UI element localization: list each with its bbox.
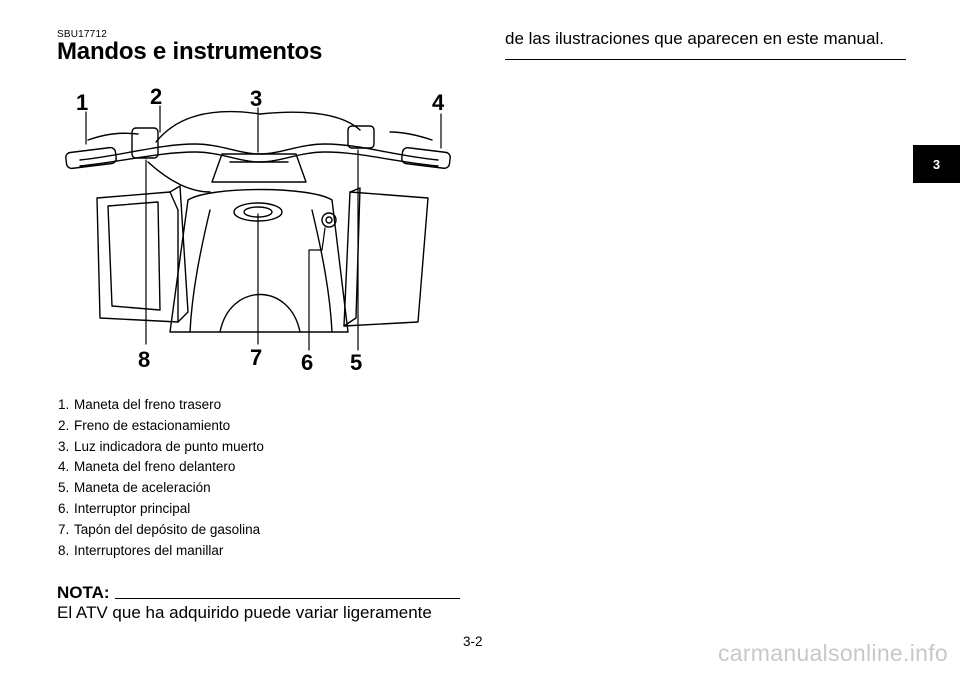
legend-item: 2.Freno de estacionamiento (58, 417, 231, 433)
cables (155, 110, 361, 143)
note-rule (114, 598, 460, 599)
right-grip (401, 147, 451, 169)
tank-contour-right (311, 209, 333, 333)
note-heading: NOTA: (57, 584, 460, 602)
main-switch (321, 212, 337, 228)
legend-item: 6.Interruptor principal (58, 500, 191, 516)
page-number: 3-2 (463, 634, 483, 649)
throttle-housing (347, 125, 375, 149)
note-text: El ATV que ha adquirido puede variar lig… (57, 603, 432, 622)
chapter-tab: 3 (913, 145, 960, 183)
right-column-rule (505, 59, 906, 60)
handlebar-switches (131, 127, 159, 159)
legend-list: 1.Maneta del freno trasero 2.Freno de es… (58, 395, 264, 561)
left-fender-panel (107, 201, 161, 311)
legend-item: 7.Tapón del depósito de gasolina (58, 521, 261, 537)
atv-controls-illustration: 1 2 3 4 8 7 6 5 (65, 84, 451, 372)
left-fender (96, 191, 179, 323)
left-grip (65, 146, 117, 170)
cables-2 (147, 161, 211, 193)
headlight-pod (211, 153, 307, 183)
left-fender-inner (169, 185, 189, 323)
fuel-tank (169, 188, 349, 333)
callout-5: 5 (350, 350, 362, 372)
watermark: carmanualsonline.info (717, 640, 948, 666)
right-brake-lever (389, 131, 433, 141)
main-switch-key (325, 216, 333, 224)
note-label: NOTA: (57, 583, 110, 602)
callout-4: 4 (432, 90, 445, 115)
legend-item: 1.Maneta del freno trasero (58, 397, 222, 412)
continued-text: de las ilustraciones que aparecen en est… (505, 29, 884, 48)
seat-curve (219, 294, 301, 333)
legend-item: 8.Interruptores del manillar (58, 542, 224, 558)
legend-item: 4.Maneta del freno delantero (58, 459, 236, 475)
legend-item: 5.Maneta de aceleración (58, 480, 211, 496)
leader-6 (308, 227, 326, 351)
callout-2: 2 (150, 84, 162, 109)
callout-6: 6 (301, 350, 313, 372)
section-code: SBU17712 (57, 29, 107, 40)
callout-8: 8 (138, 347, 150, 372)
legend-item: 3.Luz indicadora de punto muerto (58, 438, 264, 454)
callout-3: 3 (250, 86, 262, 111)
callout-1: 1 (76, 90, 88, 115)
left-brake-lever (87, 132, 139, 141)
page-title: Mandos e instrumentos (57, 38, 323, 65)
right-fender (343, 191, 429, 327)
tank-contour-left (189, 209, 211, 333)
callout-7: 7 (250, 345, 262, 370)
